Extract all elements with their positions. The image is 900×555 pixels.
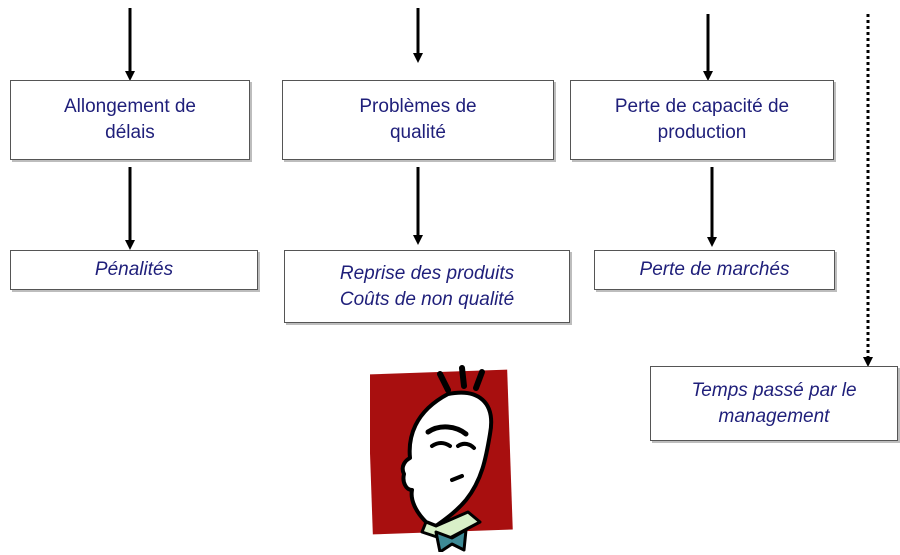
effect-box-reprise: Reprise des produits Coûts de non qualit… [284,250,570,323]
cartoon-bowtie-icon [434,528,468,552]
anger-mark-icon [459,365,467,389]
cause-box-qualite: Problèmes de qualité [282,80,554,160]
cartoon-eye-right [456,441,476,450]
effect-label-management: Temps passé par le management [691,379,857,427]
effect-label-marches: Perte de marchés [639,259,790,281]
effect-box-management: Temps passé par le management [650,366,898,441]
cause-box-delais: Allongement de délais [10,80,250,160]
effect-box-marches: Perte de marchés [594,250,835,290]
cause-label-qualite: Problèmes de qualité [359,96,477,143]
cartoon-brow [425,424,469,437]
cause-label-capacite: Perte de capacité de production [614,96,790,143]
cause-label-delais: Allongement de délais [63,96,197,143]
effect-box-penalites: Pénalités [10,250,258,290]
cartoon-mouth [450,474,464,482]
cartoon-head [400,390,494,528]
anger-mark-icon [473,369,485,391]
anger-mark-icon [437,371,451,393]
effect-label-reprise: Reprise des produits Coûts de non qualit… [339,262,515,310]
cartoon-eye-left [430,441,452,448]
effect-label-penalites: Pénalités [94,259,174,281]
angry-man-cartoon-icon [370,365,513,552]
cause-box-capacite: Perte de capacité de production [570,80,834,160]
